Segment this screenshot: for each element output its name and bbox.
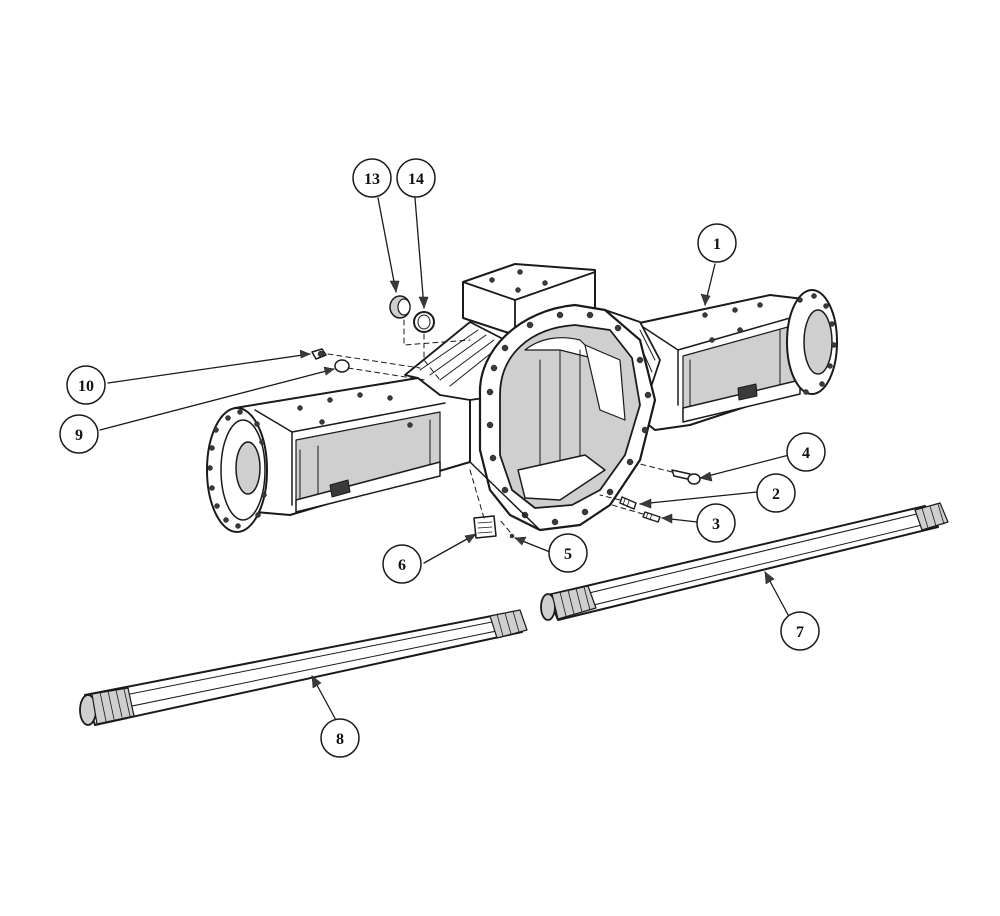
leader-arrowheads — [299, 280, 775, 689]
part-3-pin — [642, 511, 661, 523]
callout-3: 3 — [696, 503, 736, 543]
assembly-lines — [327, 319, 673, 533]
callout-7: 7 — [780, 611, 820, 651]
callout-10: 10 — [66, 365, 106, 405]
callout-6: 6 — [382, 544, 422, 584]
part-10-plug — [311, 348, 327, 360]
callout-3-label: 3 — [712, 516, 720, 533]
part-2-pin — [619, 496, 637, 510]
callout-10-label: 10 — [78, 378, 94, 395]
callout-6-label: 6 — [398, 557, 406, 574]
callout-5: 5 — [548, 533, 588, 573]
callout-8: 8 — [320, 718, 360, 758]
callout-14-label: 14 — [408, 171, 424, 188]
callout-13: 13 — [352, 158, 392, 198]
callout-9-label: 9 — [75, 427, 83, 444]
callout-2: 2 — [756, 473, 796, 513]
part-5-screw — [509, 533, 515, 539]
callout-2-label: 2 — [772, 486, 780, 503]
part-9-o-ring — [334, 359, 350, 373]
callout-14: 14 — [396, 158, 436, 198]
callout-4: 4 — [786, 432, 826, 472]
carrier-bolt-holes — [486, 311, 652, 526]
left-flange-bolt-holes — [207, 409, 267, 529]
part-6-plate — [473, 515, 497, 539]
callout-4-label: 4 — [802, 445, 810, 462]
callout-5-label: 5 — [564, 546, 572, 563]
part-14-o-ring — [413, 311, 435, 333]
axle-housing — [206, 263, 838, 533]
callout-1-label: 1 — [713, 236, 721, 253]
callout-13-label: 13 — [364, 171, 380, 188]
callout-8-label: 8 — [336, 731, 344, 748]
part-4-bolt — [671, 469, 701, 485]
callout-1: 1 — [697, 223, 737, 263]
part-8-axle-shaft — [79, 609, 528, 726]
part-13-plug — [389, 295, 411, 319]
callout-9: 9 — [59, 414, 99, 454]
part-7-axle-shaft — [540, 502, 949, 621]
callout-7-label: 7 — [796, 624, 804, 641]
